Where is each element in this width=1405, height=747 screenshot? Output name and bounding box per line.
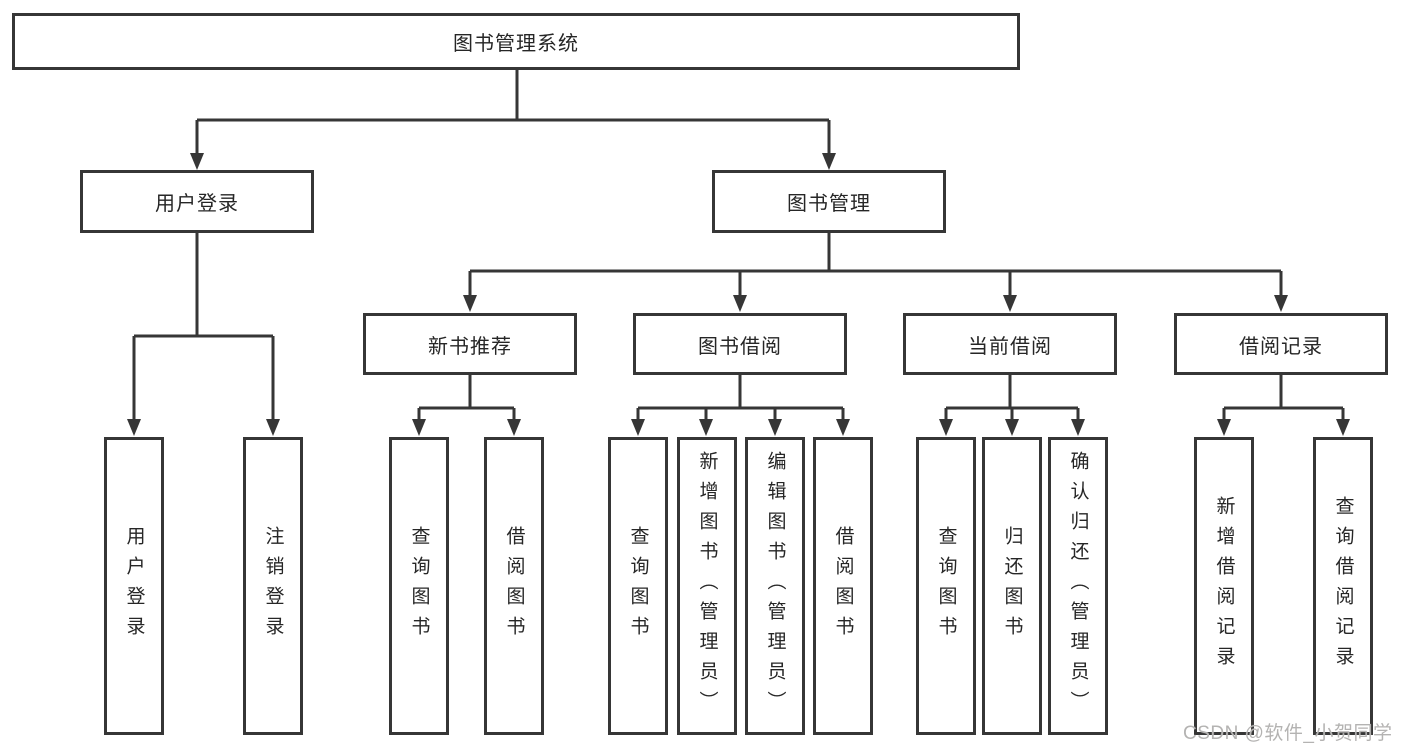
arrowhead-current-borrow — [1003, 295, 1017, 312]
arrowhead-leaf-user-login — [127, 419, 141, 436]
arrowhead-user-login — [190, 153, 204, 170]
arrowhead-bb-query — [631, 419, 645, 436]
arrowhead-nbr-borrow — [507, 419, 521, 436]
leaf-br-query-record: 查询借阅记录 — [1313, 437, 1373, 735]
arrowhead-bb-borrow — [836, 419, 850, 436]
connector-new-book-recommend-children — [417, 375, 516, 421]
connector-user-login-children — [132, 233, 275, 421]
node-borrow-records: 借阅记录 — [1174, 313, 1388, 375]
arrowhead-book-borrow — [733, 295, 747, 312]
leaf-bb-add-books-admin: 新增图书（管理员） — [677, 437, 737, 735]
connector-book-borrow-children — [636, 375, 845, 421]
leaf-bb-borrow-books: 借阅图书 — [813, 437, 873, 735]
arrowhead-br-query — [1336, 419, 1350, 436]
arrowhead-cb-return — [1005, 419, 1019, 436]
node-book-management: 图书管理 — [712, 170, 946, 233]
arrowhead-leaf-logout — [266, 419, 280, 436]
leaf-logout: 注销登录 — [243, 437, 303, 735]
node-root: 图书管理系统 — [12, 13, 1020, 70]
connector-root-to-level2 — [195, 70, 831, 158]
watermark-text: CSDN @软件_小贺同学 — [1183, 723, 1393, 744]
arrowhead-nbr-query — [412, 419, 426, 436]
leaf-nbr-borrow-books: 借阅图书 — [484, 437, 544, 735]
leaf-cb-query-books: 查询图书 — [916, 437, 976, 735]
node-current-borrow: 当前借阅 — [903, 313, 1117, 375]
arrowhead-borrow-records — [1274, 295, 1288, 312]
connector-borrow-records-children — [1222, 375, 1345, 421]
leaf-cb-confirm-return-admin: 确认归还（管理员） — [1048, 437, 1108, 735]
leaf-bb-query-books: 查询图书 — [608, 437, 668, 735]
node-new-book-recommend: 新书推荐 — [363, 313, 577, 375]
arrowhead-cb-confirm — [1071, 419, 1085, 436]
connector-current-borrow-children — [944, 375, 1080, 421]
arrowhead-bb-add — [699, 419, 713, 436]
arrowhead-book-management — [822, 153, 836, 170]
arrowhead-br-add — [1217, 419, 1231, 436]
leaf-br-add-record: 新增借阅记录 — [1194, 437, 1254, 735]
leaf-nbr-query-books: 查询图书 — [389, 437, 449, 735]
leaf-bb-edit-books-admin: 编辑图书（管理员） — [745, 437, 805, 735]
node-user-login: 用户登录 — [80, 170, 314, 233]
leaf-cb-return-books: 归还图书 — [982, 437, 1042, 735]
leaf-user-login: 用户登录 — [104, 437, 164, 735]
arrowhead-cb-query — [939, 419, 953, 436]
arrowhead-new-book-recommend — [463, 295, 477, 312]
node-book-borrow: 图书借阅 — [633, 313, 847, 375]
arrowhead-bb-edit — [768, 419, 782, 436]
connector-book-management-children — [468, 233, 1283, 298]
